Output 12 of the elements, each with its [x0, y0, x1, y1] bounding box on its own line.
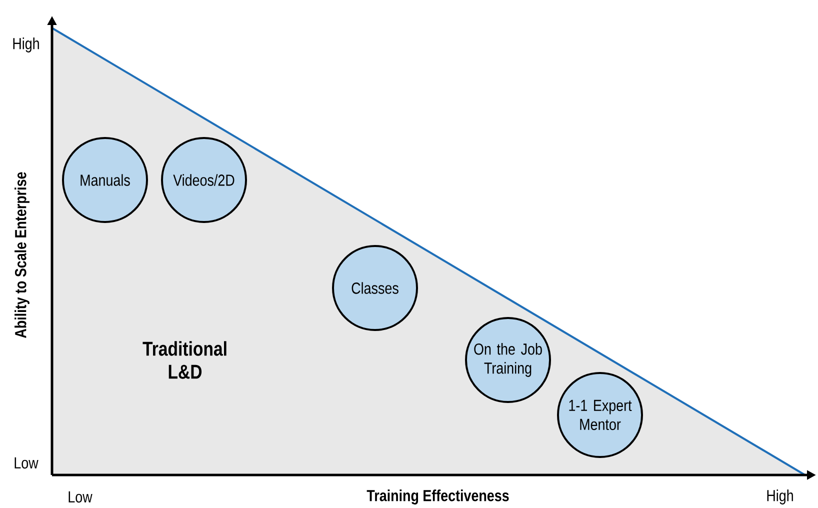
axis-tick-label: High — [767, 490, 793, 504]
circle-node: Manuals — [62, 137, 148, 223]
circle-node: Videos/2D — [161, 137, 247, 223]
axis-tick-label: Low — [14, 457, 38, 469]
axis-tick-label: High — [13, 38, 39, 52]
circle-node: 1-1 Expert Mentor — [557, 372, 643, 458]
axis-tick-label: Low — [68, 491, 92, 503]
axis-title: Training Effectiveness — [366, 490, 509, 504]
axis-title: Ability to Scale Enterprise — [14, 172, 30, 338]
circle-node: Classes — [332, 245, 418, 331]
circle-node: On the Job Training — [465, 317, 551, 403]
region-label: Traditional L&D — [142, 341, 226, 379]
